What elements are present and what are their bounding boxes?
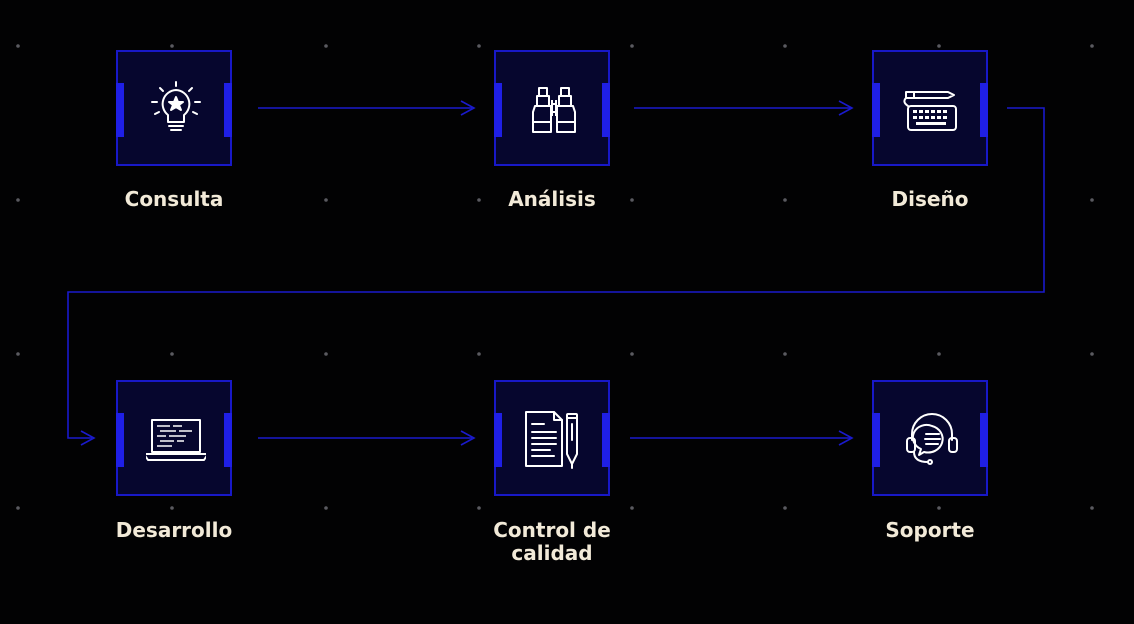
arrow-head-icon — [80, 430, 96, 446]
step-analisis — [494, 50, 610, 166]
grid-dot — [170, 506, 174, 510]
grid-dot — [630, 198, 634, 202]
grid-dot — [630, 44, 634, 48]
grid-dot — [1090, 506, 1094, 510]
arrow-head-icon — [838, 100, 854, 116]
grid-dot — [630, 352, 634, 356]
grid-dot — [477, 352, 481, 356]
box-tab — [116, 83, 124, 137]
grid-dot — [170, 44, 174, 48]
grid-dot — [783, 506, 787, 510]
step-diseno — [872, 50, 988, 166]
headset-chat-icon — [906, 413, 958, 465]
binoculars-icon — [532, 87, 576, 133]
box-tab — [224, 413, 232, 467]
keyboard-pen-icon — [903, 91, 957, 131]
grid-dot — [16, 506, 20, 510]
grid-dot — [1090, 44, 1094, 48]
grid-dot — [1090, 352, 1094, 356]
box-tab — [980, 413, 988, 467]
step-consulta — [116, 50, 232, 166]
laptop-code-icon — [146, 419, 206, 461]
arrow-head-icon — [838, 430, 854, 446]
grid-dot — [477, 44, 481, 48]
grid-dot — [324, 352, 328, 356]
step-label: Consulta — [124, 187, 224, 211]
lightbulb-star-icon — [151, 81, 201, 131]
box-tab — [494, 413, 502, 467]
dot-grid — [16, 44, 1094, 510]
grid-dot — [937, 506, 941, 510]
grid-dot — [937, 44, 941, 48]
arrow-head-icon — [460, 100, 476, 116]
step-control-calidad — [494, 380, 610, 496]
connector-diseno-desarrollo — [67, 107, 1045, 439]
grid-dot — [324, 44, 328, 48]
box-tab — [602, 83, 610, 137]
box-tab — [872, 413, 880, 467]
grid-dot — [783, 198, 787, 202]
box-tab — [116, 413, 124, 467]
box-tab — [494, 83, 502, 137]
grid-dot — [324, 506, 328, 510]
grid-dot — [783, 44, 787, 48]
grid-dot — [170, 198, 174, 202]
grid-dot — [477, 198, 481, 202]
grid-dot — [324, 198, 328, 202]
step-label: Análisis — [508, 187, 596, 211]
document-pen-icon — [525, 411, 578, 469]
box-tab — [872, 83, 880, 137]
grid-dot — [170, 352, 174, 356]
grid-dot — [477, 506, 481, 510]
grid-dot — [16, 44, 20, 48]
step-label: Control de calidad — [493, 518, 611, 565]
grid-dot — [783, 352, 787, 356]
box-tab — [602, 413, 610, 467]
step-soporte — [872, 380, 988, 496]
grid-dot — [630, 506, 634, 510]
step-label: Soporte — [885, 518, 975, 542]
grid-dot — [16, 198, 20, 202]
grid-dot — [937, 198, 941, 202]
arrow-head-icon — [460, 430, 476, 446]
grid-dot — [1090, 198, 1094, 202]
box-tab — [980, 83, 988, 137]
step-label: Desarrollo — [115, 518, 233, 542]
step-desarrollo — [116, 380, 232, 496]
grid-dot — [16, 352, 20, 356]
grid-dot — [937, 352, 941, 356]
step-label: Diseño — [891, 187, 969, 211]
box-tab — [224, 83, 232, 137]
